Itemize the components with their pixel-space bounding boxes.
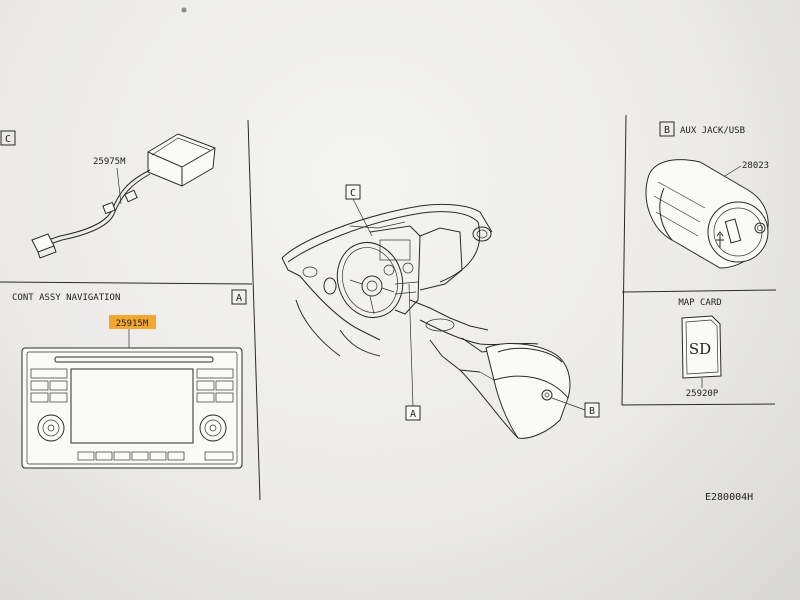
part-number-25920P: 25920P [686,389,719,399]
bottom-button-row [77,451,234,461]
figure-id: E280004H [705,492,753,503]
dashboard-icon [281,203,571,439]
speck [181,7,187,13]
leader-line [551,397,586,411]
sd-card-icon: SD [681,315,722,379]
cable-clip-icon [102,201,116,215]
cd-slot [54,356,214,363]
map-card-title: MAP CARD [678,298,721,308]
part-number-25915M: 25915M [116,319,149,329]
navigation-unit-icon [21,347,243,469]
ref-box-b [659,121,675,137]
ref-letter-a: A [236,293,242,304]
callout-a: A [410,409,416,420]
panel-c: C 25975M [0,130,216,259]
leader-line [116,167,122,205]
gps-antenna-icon [147,133,216,187]
callout-box-a [405,405,421,421]
center-dashboard: C [281,184,600,439]
part-number-25975M: 25975M [93,157,126,167]
panel-map-card: MAP CARD SD 25920P [678,298,721,399]
display-screen [70,368,194,444]
tune-knob-icon [199,414,227,442]
part-number-highlight [109,315,156,329]
panel-dividers [0,114,777,501]
antenna-cable [47,169,151,241]
ref-letter-c: C [5,134,11,145]
panel-a: CONT ASSY NAVIGATION A 25915M [12,289,247,469]
callout-box-b [584,402,600,418]
right-button-cluster [196,368,234,403]
callout-b: B [589,406,595,417]
sd-card-label: SD [689,340,711,358]
volume-knob-icon [37,414,65,442]
ref-box-c [0,130,16,146]
aux-port-icon [541,389,553,401]
callout-c: C [350,188,356,199]
cable-clip-icon [124,189,138,203]
antenna-cable-edge [49,173,151,245]
left-button-cluster [30,368,68,403]
cable-connector-icon [31,233,57,259]
leader-line [352,198,373,237]
usb-aux-socket-icon [645,159,769,269]
panel-b: B AUX JACK/USB 28023 [645,121,769,269]
leader-line [408,283,414,407]
panel-a-title: CONT ASSY NAVIGATION [12,293,120,303]
panel-b-title: AUX JACK/USB [680,126,745,136]
ref-box-a [231,289,247,305]
part-number-28023: 28023 [742,161,769,171]
ref-letter-b: B [664,125,670,136]
